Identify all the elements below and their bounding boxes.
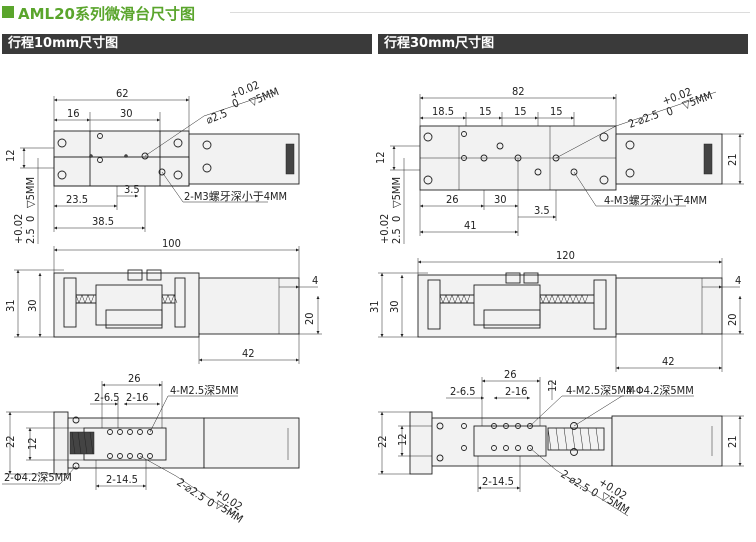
right-bottom-dim-26: 26 [504, 368, 517, 381]
left-bottom-pin: 2-⌀2.5 [174, 476, 207, 504]
left-side-dim-31: 31 [4, 299, 17, 312]
right-bottom-view: 26 2-6.5 2-16 12 4-M2.5深5MM 4-Φ4.2深5MM 2… [376, 368, 744, 517]
left-top-dim-overall: 62 [116, 87, 129, 100]
right-top-pin-left: 2.5 [390, 228, 403, 244]
right-top-dim-15-b: 15 [514, 105, 527, 118]
right-top-dim-3-5: 3.5 [534, 204, 550, 217]
right-top-dim-overall: 82 [512, 85, 525, 98]
right-bottom-dim-14-5: 2-14.5 [482, 475, 514, 488]
left-bottom-dim-14-5: 2-14.5 [106, 473, 138, 486]
left-top-dim-23-5: 23.5 [66, 193, 88, 206]
left-side-dim-4: 4 [312, 274, 318, 287]
left-top-tol-zero: 0 [230, 96, 241, 110]
left-bottom-dim-16: 2-16 [126, 391, 148, 404]
right-top-pin-depth-left: ▽5MM [390, 177, 403, 208]
left-side-view: 100 4 31 30 20 42 [4, 237, 322, 364]
left-top-pin-depth-left: ▽5MM [24, 177, 37, 208]
right-top-pin-hole: 2-⌀2.5 [627, 108, 661, 131]
right-side-view: 120 4 31 30 20 42 [368, 249, 744, 372]
left-bottom-hole: 2-Φ4.2深5MM [4, 471, 72, 484]
right-bottom-dim-22: 22 [376, 435, 389, 448]
right-top-dim-18-5: 18.5 [432, 105, 454, 118]
right-top-dim-12: 12 [374, 151, 387, 164]
right-bottom-dim-6-5: 2-6.5 [450, 385, 476, 398]
left-top-pin-tol-zero: 0 [24, 216, 37, 222]
right-top-dim-15-a: 15 [479, 105, 492, 118]
title-marker [2, 6, 14, 18]
right-top-dim-30: 30 [494, 193, 507, 206]
left-bottom-view: 26 2-6.5 2-16 4-M2.5深5MM 22 12 2-Φ4.2深5M… [2, 372, 300, 526]
right-side-dim-4: 4 [735, 274, 741, 287]
left-side-dim-20: 20 [303, 312, 316, 325]
right-top-pin-tol-zero: 0 [390, 216, 403, 222]
left-bottom-dim-12: 12 [26, 437, 39, 450]
left-bottom-dim-6-5: 2-6.5 [94, 391, 120, 404]
right-top-dim-21: 21 [726, 153, 739, 166]
right-bottom-thread: 4-M2.5深5MM [566, 384, 635, 397]
left-bottom-dim-22: 22 [4, 435, 17, 448]
right-top-tol-zero: 0 [665, 104, 675, 118]
panel-title-10mm: 行程10mm尺寸图 [2, 34, 372, 54]
left-top-motor-cap [285, 143, 295, 175]
left-top-dim-16: 16 [67, 107, 80, 120]
left-top-pin-tol-plus: +0.02 [12, 214, 25, 244]
left-top-thread: 2-M3螺牙深小于4MM [184, 190, 287, 203]
right-side-dim-overall: 120 [556, 249, 575, 262]
right-top-pin-tol-plus: +0.02 [378, 214, 391, 244]
title-divider [230, 12, 750, 13]
left-top-body [53, 130, 190, 187]
right-side-dim-20: 20 [726, 313, 739, 326]
right-bottom-pin: 2-⌀2.5 [558, 468, 592, 496]
right-side-dim-31: 31 [368, 300, 381, 313]
left-side-dim-42: 42 [242, 347, 255, 360]
left-top-dim-3-5: 3.5 [124, 183, 140, 196]
right-top-dim-41: 41 [464, 219, 477, 232]
left-side-dim-30: 30 [26, 299, 39, 312]
left-top-dim-30: 30 [120, 107, 133, 120]
header: AML20系列微滑台尺寸图 [0, 0, 756, 26]
right-top-dim-15-c: 15 [550, 105, 563, 118]
left-side-dim-overall: 100 [162, 237, 181, 250]
left-bottom-dim-26: 26 [128, 372, 141, 385]
right-bottom-hole: 4-Φ4.2深5MM [626, 384, 694, 397]
right-side-dim-30: 30 [388, 300, 401, 313]
right-bottom-dim-12: 12 [396, 433, 409, 446]
left-top-view: 62 16 30 12 23.5 3.5 38.5 +0.02 2.5 0 ▽5… [4, 78, 300, 244]
right-bottom-dim-12-top: 12 [546, 379, 559, 392]
left-top-pin-left: 2.5 [24, 228, 37, 244]
right-top-thread: 4-M3螺牙深小于4MM [604, 194, 707, 207]
left-top-dim-38-5: 38.5 [92, 215, 114, 228]
page-title: AML20系列微滑台尺寸图 [18, 5, 195, 23]
right-bottom-dim-16: 2-16 [505, 385, 527, 398]
panel-title-30mm: 行程30mm尺寸图 [378, 34, 748, 54]
right-bottom-tol-zero: 0 [588, 486, 600, 500]
left-bottom-thread: 4-M2.5深5MM [170, 384, 239, 397]
left-top-dim-12: 12 [4, 149, 17, 162]
right-top-dim-26: 26 [446, 193, 459, 206]
left-top-pin-hole: ⌀2.5 [204, 107, 229, 127]
right-top-view: 82 18.5 15 15 15 12 21 26 30 3.5 41 +0.0… [374, 85, 744, 244]
right-bottom-dim-21: 21 [726, 435, 739, 448]
right-side-dim-42: 42 [662, 355, 675, 368]
